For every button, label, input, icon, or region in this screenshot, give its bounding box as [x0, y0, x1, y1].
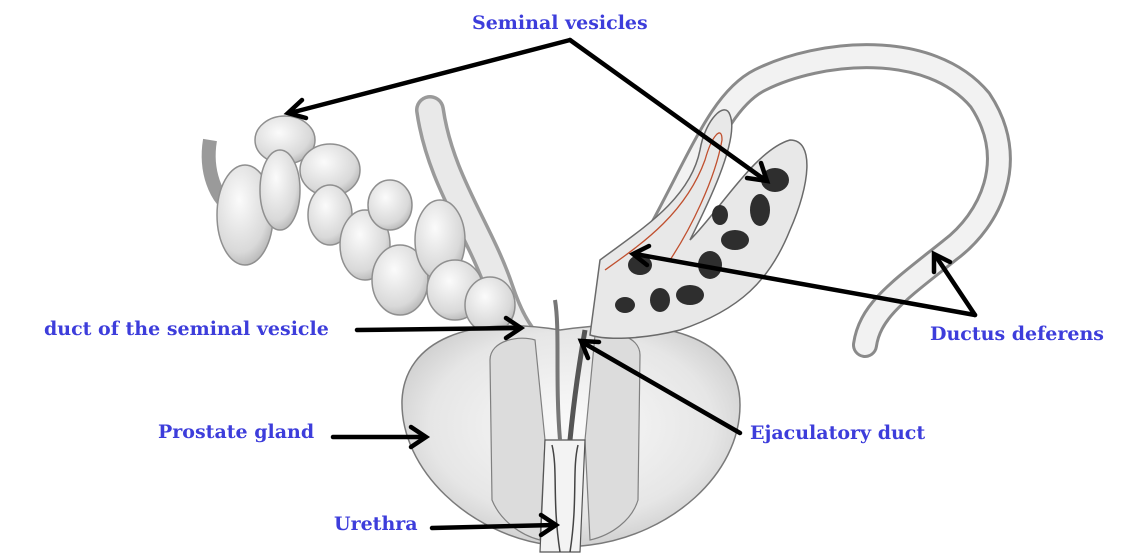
- arrow-ductus-up: [935, 255, 975, 315]
- label-prostate-gland: Prostate gland: [158, 423, 314, 442]
- arrow-urethra: [432, 525, 555, 528]
- label-seminal-vesicles: Seminal vesicles: [472, 14, 648, 33]
- label-ejaculatory-duct: Ejaculatory duct: [750, 424, 925, 443]
- label-duct-of-seminal-vesicle: duct of the seminal vesicle: [44, 320, 329, 339]
- arrow-duct-sv: [357, 328, 520, 330]
- label-urethra: Urethra: [334, 515, 418, 534]
- label-ductus-deferens: Ductus deferens: [930, 325, 1104, 344]
